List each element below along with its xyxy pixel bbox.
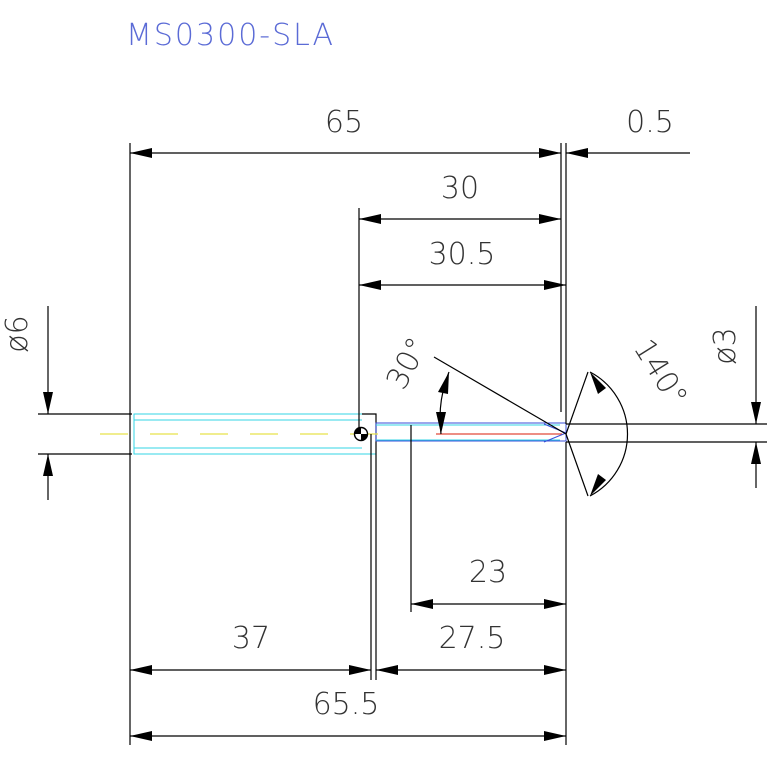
tip-cone-bottom (543, 432, 567, 443)
dimension-dia-3: ø3 (708, 306, 761, 488)
dim-label-27-5: 27.5 (439, 621, 506, 656)
dimension-30-5: 30.5 (359, 237, 566, 290)
dim-label-angle-140: 140° (626, 333, 694, 413)
dim-label-23: 23 (469, 555, 507, 590)
datum-marker-icon (353, 426, 369, 442)
dimension-0-5: 0.5 (566, 105, 690, 158)
tip-body-blue (375, 422, 567, 442)
dim-label-30-5: 30.5 (429, 237, 496, 272)
dim-label-dia-3: ø3 (708, 327, 743, 364)
part-outline (100, 413, 567, 455)
dimension-65: 65 (130, 105, 561, 158)
dimension-23: 23 (411, 555, 566, 609)
dimension-angle-30: 30° (380, 332, 450, 435)
dimension-angle-140: 140° (589, 333, 694, 497)
dimension-65-5: 65.5 (130, 687, 566, 741)
dim-label-65: 65 (325, 105, 363, 140)
extension-lines (38, 143, 767, 745)
dim-label-angle-30: 30° (380, 332, 436, 395)
dimension-37: 37 (130, 621, 371, 675)
dimension-27-5: 27.5 (376, 621, 566, 675)
dim-label-65-5: 65.5 (313, 687, 380, 722)
dim-label-0-5: 0.5 (626, 105, 674, 140)
dimension-dia-6: ø6 (0, 306, 53, 500)
dim-label-37: 37 (232, 621, 270, 656)
drawing-title: MS0300-SLA (126, 18, 335, 53)
dim-label-30: 30 (441, 171, 479, 206)
dimension-30: 30 (359, 171, 561, 224)
dim-label-dia-6: ø6 (0, 315, 35, 352)
